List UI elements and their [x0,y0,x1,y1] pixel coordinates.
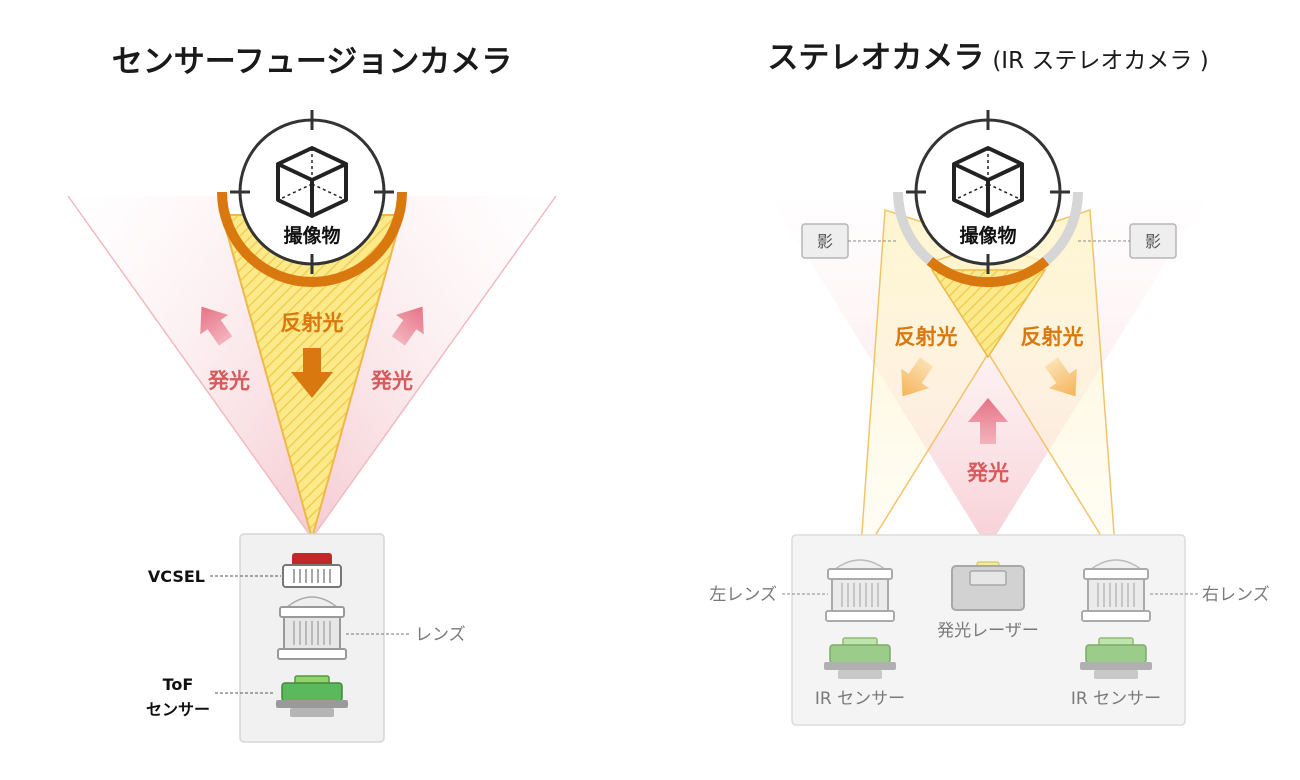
right-object-label: 撮像物 [959,224,1016,247]
vcsel-label: VCSEL [148,567,205,586]
right-emit-label: 発光 [966,461,1009,485]
right-panel-title: ステレオカメラ (IR ステレオカメラ ) [767,40,1208,76]
shadow-tag-right: 影 [1145,232,1161,251]
tof-label-line1: ToF [163,675,194,694]
cube-icon [952,146,1024,218]
lens-component [277,596,347,660]
right-reflection-arc [926,257,1050,288]
ir-sensor-right-label: IR センサー [1071,689,1161,709]
tof-sensor-component [276,675,348,717]
crosshair-ticks [230,110,394,274]
right-device-housing [791,534,1186,726]
left-emit-label-right: 発光 [370,369,413,393]
left-lens-component [825,559,895,622]
ir-sensor-right-component [1080,637,1152,679]
down-right-arrow-icon [1044,357,1077,397]
right-lens-label: 右レンズ [1202,585,1270,605]
left-reflection-arc [217,191,407,287]
tof-label-line2: センサー [146,700,210,719]
left-panel-title: センサーフュージョンカメラ [112,44,513,80]
up-arrow-icon [968,398,1008,444]
up-right-arrow-icon [391,306,424,346]
laser-label: 発光レーザー [937,621,1039,641]
left-object-label: 撮像物 [283,224,340,247]
reflected-label-right: 反射光 [1021,325,1084,349]
down-left-arrow-icon [901,357,934,397]
right-lens-component [1081,559,1151,622]
laser-emitter-component [951,561,1025,611]
left-emit-label-left: 発光 [207,369,250,393]
left-reflected-label: 反射光 [281,311,344,335]
up-left-arrow-icon [200,306,233,346]
ir-sensor-left-component [824,637,896,679]
fan-edge [67,195,313,539]
right-panel: ステレオカメラ (IR ステレオカメラ ) [709,40,1270,726]
crosshair-ticks [906,110,1070,274]
lens-label: レンズ [415,625,466,645]
reflected-label-left: 反射光 [895,325,958,349]
ir-sensor-left-label: IR センサー [815,689,905,709]
right-panel-title-main: ステレオカメラ [767,40,984,76]
down-arrow-icon [291,348,333,398]
cube-icon [276,146,348,218]
right-panel-title-sub: (IR ステレオカメラ ) [992,48,1208,74]
fan-edge [311,195,557,539]
vcsel-component [282,553,342,588]
left-lens-label: 左レンズ [709,585,777,605]
shadow-tag-left: 影 [817,232,833,251]
left-panel: センサーフュージョンカメラ 撮像物 [67,44,557,743]
